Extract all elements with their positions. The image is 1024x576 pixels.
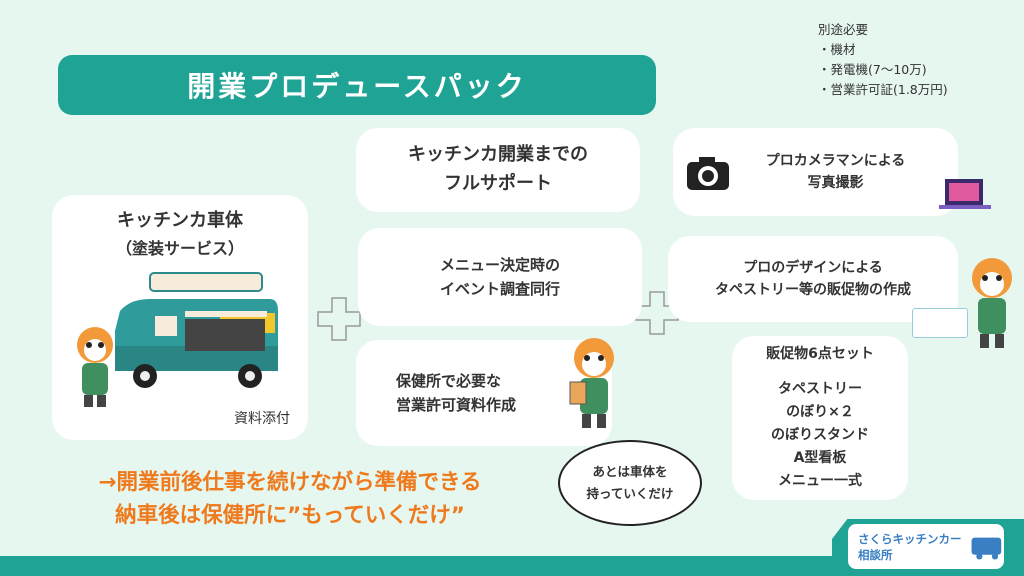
photo-card: プロカメラマンによる 写真撮影 [673, 128, 958, 216]
full-support-line1: キッチンカ開業までの [408, 144, 588, 166]
health-permit-line2: 営業許可資料作成 [396, 396, 517, 414]
menu-survey-line1: メニュー決定時の [439, 256, 560, 274]
health-permit-line1: 保健所で必要な [396, 372, 502, 390]
camera-icon [687, 157, 729, 190]
tapestry-sample-icon [912, 308, 968, 338]
full-support-card: キッチンカ開業までの フルサポート [356, 128, 640, 212]
bottom-strip [0, 556, 1024, 576]
materials-attached-note: 資料添付 [234, 410, 290, 427]
shiba-clipboard-mascot-icon [569, 338, 614, 428]
truck-card-title: キッチンカ車体 [117, 210, 243, 231]
footer-message: →開業前後仕事を続けながら準備できる 納車後は保健所に”もっていくだけ” [60, 466, 520, 532]
plus-icon [317, 297, 361, 341]
page-title: 開業プロデュースパック [58, 55, 656, 115]
footer-message-line2: 納車後は保健所に”もっていくだけ” [115, 503, 465, 528]
design-illustration-icon [939, 179, 991, 209]
shiba-mascot-icon [77, 327, 113, 407]
brand-logo-text: さくらキッチンカー相談所 [858, 531, 962, 562]
footer-message-line1: →開業前後仕事を続けながら準備できる [98, 470, 482, 495]
bubble-line2: 持っていくだけ [586, 486, 674, 501]
promo-item: のぼりスタンド [771, 427, 869, 443]
photo-line2: 写真撮影 [807, 175, 864, 191]
design-line1: プロのデザインによる [743, 259, 883, 276]
brand-logo: さくらキッチンカー相談所 [848, 524, 1004, 569]
design-card: プロのデザインによる タペストリー等の販促物の作成 [668, 236, 958, 322]
promo-item: タペストリー [778, 381, 862, 397]
shiba-mascot-icon [972, 258, 1012, 348]
notes-item: ・機材 [818, 42, 856, 57]
promo-item: のぼり×２ [786, 404, 854, 420]
additional-requirements: 別途必要 ・機材 ・発電機(7〜10万) ・営業許可証(1.8万円) [818, 20, 948, 100]
notes-item: ・発電機(7〜10万) [818, 62, 927, 77]
promo-item: メニュー一式 [778, 473, 862, 489]
speech-bubble: あとは車体を 持っていくだけ [558, 440, 702, 526]
health-permit-card: 保健所で必要な 営業許可資料作成 [356, 340, 612, 446]
truck-card: キッチンカ車体 （塗装サービス） 資料添付 [52, 195, 308, 440]
photo-line1: プロカメラマンによる [765, 152, 906, 169]
promo-item: A型看板 [793, 450, 847, 466]
notes-item: ・営業許可証(1.8万円) [818, 82, 948, 97]
design-line2: タペストリー等の販促物の作成 [715, 282, 911, 298]
truck-logo-icon [971, 537, 1001, 559]
menu-survey-line2: イベント調査同行 [439, 280, 560, 298]
promo-set-heading: 販促物6点セット [766, 346, 874, 362]
food-truck-icon [115, 272, 278, 388]
bubble-line1: あとは車体を [592, 464, 668, 479]
notes-heading: 別途必要 [818, 22, 869, 37]
promo-set-card: 販促物6点セット タペストリー のぼり×２ のぼりスタンド A型看板 メニュー一… [732, 336, 908, 500]
truck-card-subtitle: （塗装サービス） [115, 238, 244, 258]
full-support-line2: フルサポート [444, 173, 552, 194]
menu-survey-card: メニュー決定時の イベント調査同行 [358, 228, 642, 326]
